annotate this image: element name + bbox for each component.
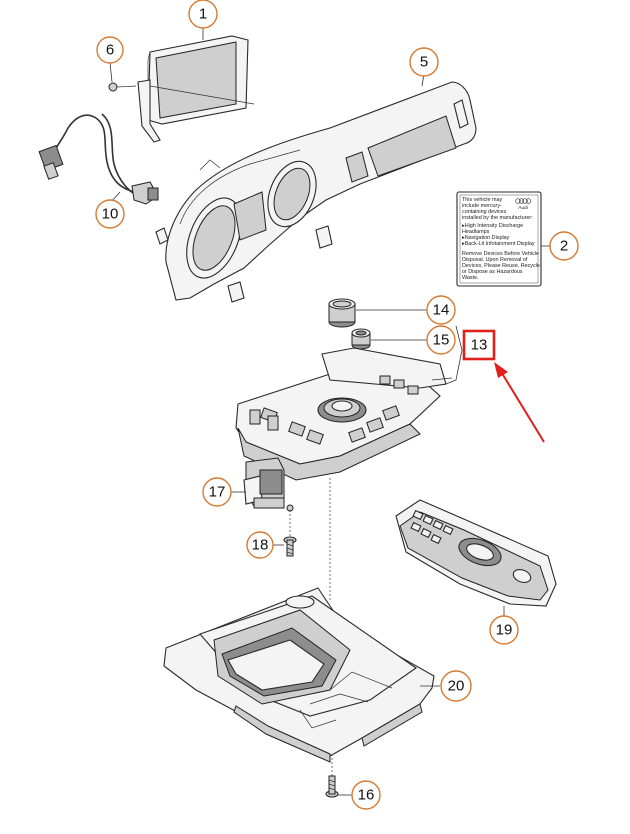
callout-number: 15 xyxy=(433,332,450,349)
dashboard-trim-part-5 xyxy=(155,81,477,303)
callout-number: 1 xyxy=(199,6,207,23)
callout-number: 19 xyxy=(496,622,513,639)
warning-label-part-2: Audi This vehicle may include mercury- c… xyxy=(456,191,542,287)
screw-part-6 xyxy=(108,82,137,92)
audi-brand-text: Audi xyxy=(518,205,528,211)
callout-number: 17 xyxy=(209,484,226,501)
label-line: ▸Back-Lit Infotainment Display xyxy=(462,241,535,247)
callout-6: 6 xyxy=(96,36,124,64)
callout-19: 19 xyxy=(489,615,519,645)
label-line: containing devices xyxy=(462,209,507,215)
label-line: Remove Devices Before Vehicle xyxy=(462,251,539,257)
callout-2: 2 xyxy=(549,231,579,261)
callout-1: 1 xyxy=(188,0,218,29)
bracket-part-17 xyxy=(243,457,294,512)
remote-control-part-19 xyxy=(395,499,557,607)
callout-20: 20 xyxy=(440,670,472,702)
callout-13: 13 xyxy=(471,337,488,354)
callout-number: 14 xyxy=(433,302,450,319)
callout-number: 6 xyxy=(106,42,114,59)
label-line: Waste. xyxy=(462,275,479,281)
callout-14: 14 xyxy=(426,295,456,325)
label-line: Devices, Please Reuse, Recycle, xyxy=(462,263,542,269)
callout-5: 5 xyxy=(409,47,439,77)
label-line: or Dispose as Hazardous xyxy=(462,269,523,275)
callout-number: 5 xyxy=(420,54,428,71)
label-line: ▸Navigation Display xyxy=(462,235,510,241)
label-line: ▸High Intensity Discharge xyxy=(462,223,523,229)
callout-18: 18 xyxy=(246,531,274,559)
control-unit-part-13 xyxy=(235,347,447,481)
label-line: Disposal. Upon Removal of xyxy=(462,257,528,263)
label-line: include mercury- xyxy=(462,203,502,209)
highlight-box-part-13 xyxy=(462,329,496,361)
label-text-lines: This vehicle may include mercury- contai… xyxy=(462,197,542,281)
callout-number: 2 xyxy=(560,238,568,255)
label-line: Headlamps xyxy=(462,229,490,235)
rotary-knob-part-14 xyxy=(328,298,356,328)
small-knob-part-15 xyxy=(351,328,371,350)
callout-10: 10 xyxy=(95,199,125,229)
callout-number: 13 xyxy=(471,337,488,354)
label-line: installed by the manufacturer: xyxy=(462,215,533,221)
screw-part-18 xyxy=(283,536,297,557)
audi-rings-logo: Audi xyxy=(515,198,532,211)
callout-number: 20 xyxy=(448,678,465,695)
red-arrow xyxy=(494,362,545,443)
screw-part-16 xyxy=(325,775,339,798)
display-unit-part-1 xyxy=(137,35,255,143)
cable-part-10 xyxy=(38,113,159,205)
callout-number: 10 xyxy=(102,206,119,223)
console-trim-part-20 xyxy=(163,587,435,763)
label-line: This vehicle may xyxy=(462,197,502,203)
callout-17: 17 xyxy=(202,477,232,507)
callout-number: 18 xyxy=(252,537,269,554)
callout-number: 16 xyxy=(358,787,375,804)
callout-15: 15 xyxy=(426,325,456,355)
callout-16: 16 xyxy=(351,780,381,810)
